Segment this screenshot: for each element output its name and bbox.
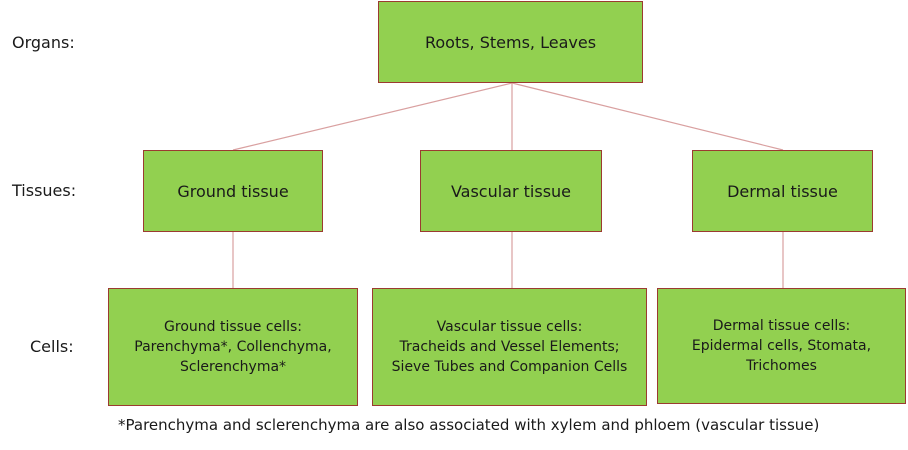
- cells-line: Tracheids and Vessel Elements;: [399, 339, 620, 355]
- cells-line: Sclerenchyma*: [179, 359, 287, 375]
- cells-line: Parenchyma*, Collenchyma,: [134, 339, 332, 355]
- vascular-tissue-box: Vascular tissue: [420, 150, 602, 232]
- footnote: *Parenchyma and sclerenchyma are also as…: [118, 416, 820, 434]
- label-cells: Cells:: [30, 337, 74, 356]
- label-tissues: Tissues:: [12, 181, 77, 200]
- dermal-cells-box: Dermal tissue cells: Epidermal cells, Sto…: [657, 288, 906, 404]
- dermal-tissue-box: Dermal tissue: [692, 150, 873, 232]
- connector-organs-ground: [232, 82, 513, 151]
- cells-line: Epidermal cells, Stomata,: [691, 338, 872, 354]
- cells-line: Sieve Tubes and Companion Cells: [391, 359, 628, 375]
- label-organs: Organs:: [12, 33, 75, 52]
- cells-title: Ground tissue cells:: [164, 319, 302, 335]
- ground-cells-box: Ground tissue cells: Parenchyma*, Collenc…: [108, 288, 358, 406]
- cells-title: Dermal tissue cells:: [712, 318, 851, 334]
- connector-organs-dermal: [511, 82, 784, 151]
- cells-line: Trichomes: [746, 358, 817, 374]
- vascular-cells-box: Vascular tissue cells: Tracheids and Vess…: [372, 288, 647, 406]
- organs-box: Roots, Stems, Leaves: [378, 1, 643, 83]
- cells-title: Vascular tissue cells:: [436, 319, 583, 335]
- ground-tissue-box: Ground tissue: [143, 150, 323, 232]
